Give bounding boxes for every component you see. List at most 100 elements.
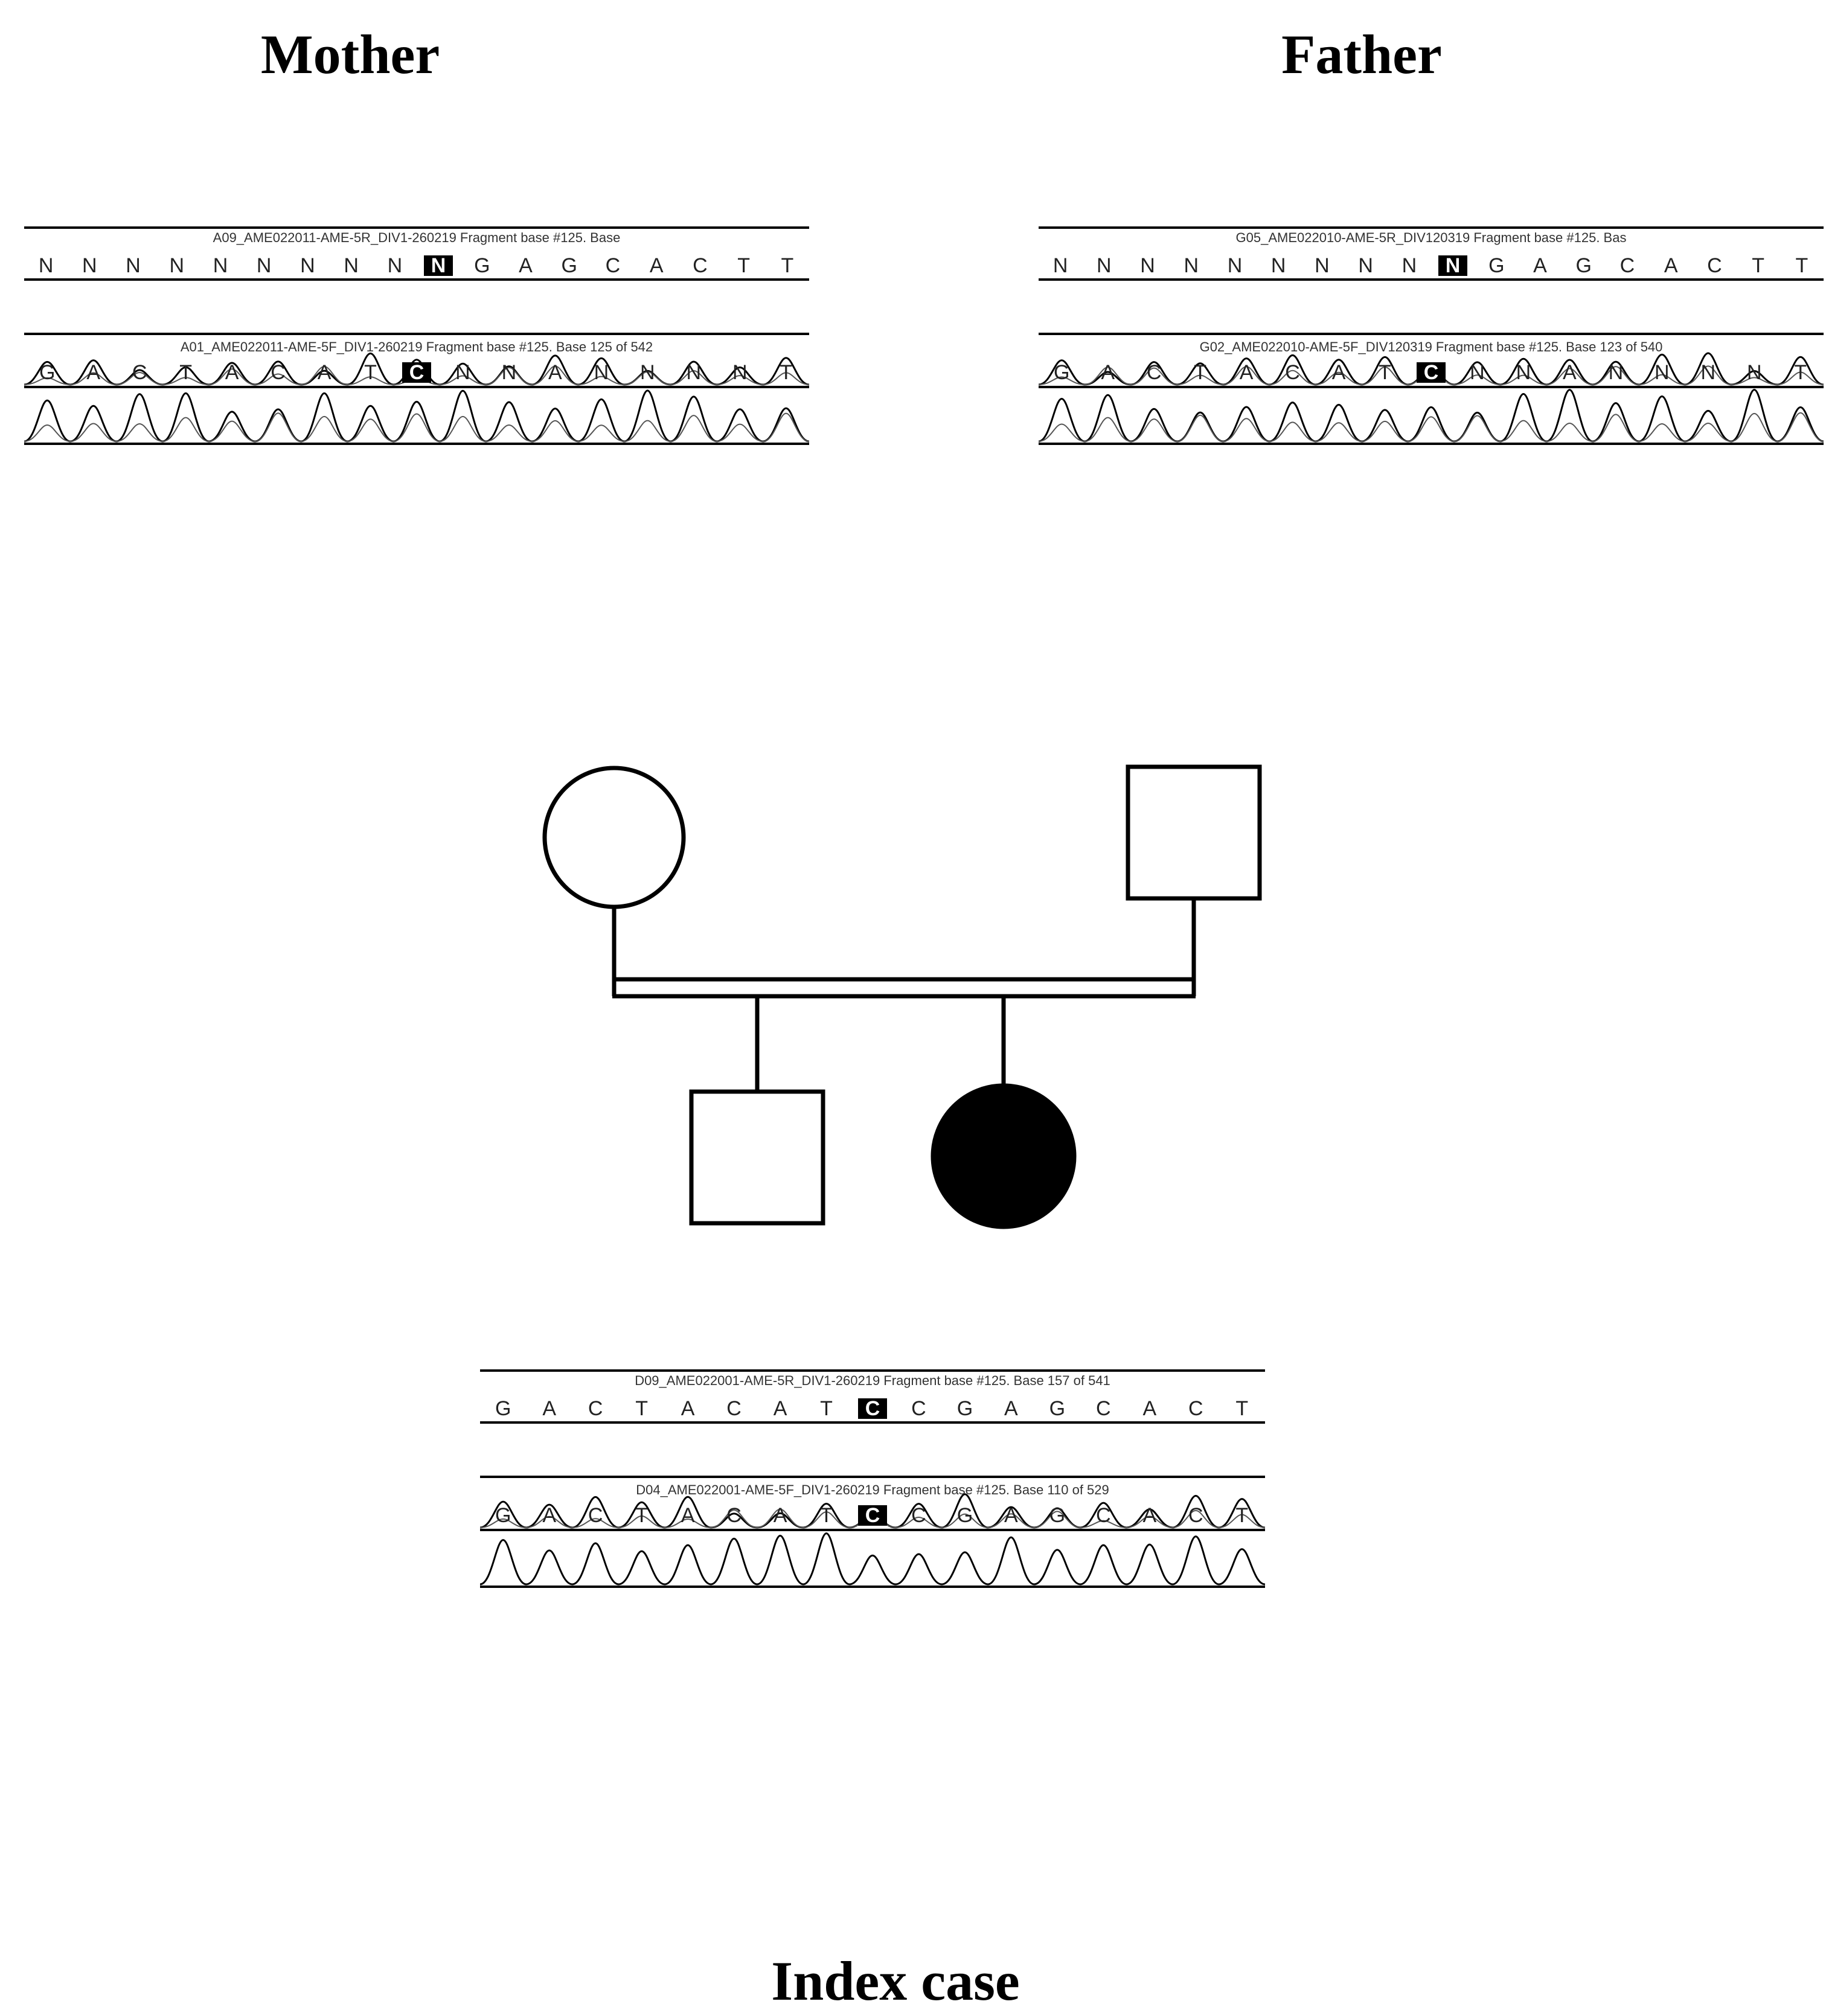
affected-daughter-symbol — [931, 1083, 1077, 1229]
base-call: C — [588, 1397, 603, 1420]
base-call: T — [737, 254, 750, 277]
base-call: A — [1142, 1397, 1157, 1420]
base-call: N — [1655, 361, 1670, 384]
variant-base-call: C — [402, 362, 431, 383]
base-call: T — [780, 361, 793, 384]
base-call: A — [1563, 361, 1577, 384]
mother-chromatogram-svg — [24, 226, 809, 445]
mother-chromatogram: A09_AME022011-AME-5R_DIV1-260219 Fragmen… — [24, 226, 809, 445]
base-call: C — [911, 1504, 926, 1527]
base-call: T — [635, 1397, 649, 1420]
base-call: N — [344, 254, 359, 277]
base-call: G — [1049, 1504, 1066, 1527]
mother-label: Mother — [260, 24, 440, 85]
mother-top-read-header: A09_AME022011-AME-5R_DIV1-260219 Fragmen… — [213, 230, 621, 245]
base-call: G — [474, 254, 490, 277]
base-call: A — [1142, 1504, 1157, 1527]
base-call: T — [1235, 1397, 1249, 1420]
base-call: A — [542, 1397, 557, 1420]
father-lower-trace-secondary — [1039, 412, 1824, 443]
base-call: A — [1533, 254, 1547, 277]
base-call: C — [1188, 1397, 1203, 1420]
base-call: N — [387, 254, 403, 277]
base-call: A — [1239, 361, 1254, 384]
base-call: G — [1054, 361, 1070, 384]
base-call: A — [1664, 254, 1678, 277]
base-call: G — [956, 1504, 973, 1527]
base-call: C — [271, 361, 286, 384]
base-call: N — [1184, 254, 1199, 277]
base-call: A — [1004, 1504, 1018, 1527]
base-call: C — [1096, 1397, 1111, 1420]
base-call: G — [495, 1397, 511, 1420]
father-lower-trace — [1039, 388, 1824, 443]
base-call: T — [364, 361, 377, 384]
base-call: G — [1488, 254, 1505, 277]
father-label: Father — [1281, 24, 1442, 85]
base-call: A — [681, 1397, 695, 1420]
father-bottom-read-header: G02_AME022010-AME-5F_DIV120319 Fragment … — [1199, 339, 1663, 354]
son-symbol — [689, 1089, 825, 1226]
base-call: N — [455, 361, 470, 384]
base-call: A — [681, 1504, 695, 1527]
base-call: N — [686, 361, 702, 384]
base-call: T — [179, 361, 193, 384]
variant-base-call: N — [1438, 255, 1468, 276]
base-call: T — [820, 1504, 833, 1527]
base-call: N — [256, 254, 272, 277]
mother-lower-trace-secondary — [24, 412, 809, 443]
base-call: C — [1188, 1504, 1203, 1527]
base-call: A — [773, 1504, 787, 1527]
base-call: G — [495, 1504, 511, 1527]
base-call: N — [1140, 254, 1155, 277]
base-call: N — [1516, 361, 1531, 384]
base-call: A — [1101, 361, 1115, 384]
base-call: A — [1331, 361, 1346, 384]
base-call: N — [1402, 254, 1417, 277]
base-call: N — [1608, 361, 1624, 384]
base-call: N — [300, 254, 315, 277]
base-call: N — [1746, 361, 1762, 384]
father-top-read-header: G05_AME022010-AME-5R_DIV120319 Fragment … — [1235, 230, 1627, 245]
base-call: A — [519, 254, 533, 277]
variant-base-call: C — [857, 1505, 887, 1526]
base-call: T — [1752, 254, 1764, 277]
mother-bottom-read-header: A01_AME022011-AME-5F_DIV1-260219 Fragmen… — [180, 339, 653, 354]
base-call: G — [956, 1397, 973, 1420]
base-call: T — [635, 1504, 649, 1527]
base-call: C — [1146, 361, 1162, 384]
base-call: A — [649, 254, 664, 277]
base-call: G — [1049, 1397, 1066, 1420]
base-call: A — [317, 361, 332, 384]
base-call: C — [605, 254, 621, 277]
base-call: T — [820, 1397, 833, 1420]
index-top-read-header: D09_AME022001-AME-5R_DIV1-260219 Fragmen… — [635, 1373, 1110, 1388]
variant-base-call: C — [1416, 362, 1446, 383]
base-call: C — [588, 1504, 603, 1527]
base-call: A — [86, 361, 101, 384]
base-call: G — [561, 254, 577, 277]
mother-symbol — [542, 766, 686, 909]
base-call: N — [38, 254, 54, 277]
base-call: N — [126, 254, 141, 277]
base-call: N — [501, 361, 517, 384]
base-call: N — [1700, 361, 1716, 384]
base-call: N — [1315, 254, 1330, 277]
base-call: N — [1270, 254, 1286, 277]
variant-base-call: N — [424, 255, 453, 276]
base-call: A — [548, 361, 562, 384]
index-case-chromatogram: D09_AME022001-AME-5R_DIV1-260219 Fragmen… — [480, 1369, 1265, 1588]
base-call: C — [1619, 254, 1635, 277]
base-call: C — [726, 1504, 742, 1527]
index-bottom-read-header: D04_AME022001-AME-5F_DIV1-260219 Fragmen… — [636, 1482, 1109, 1497]
base-call: A — [1004, 1397, 1018, 1420]
base-call: T — [1794, 361, 1807, 384]
base-call: C — [1096, 1504, 1111, 1527]
